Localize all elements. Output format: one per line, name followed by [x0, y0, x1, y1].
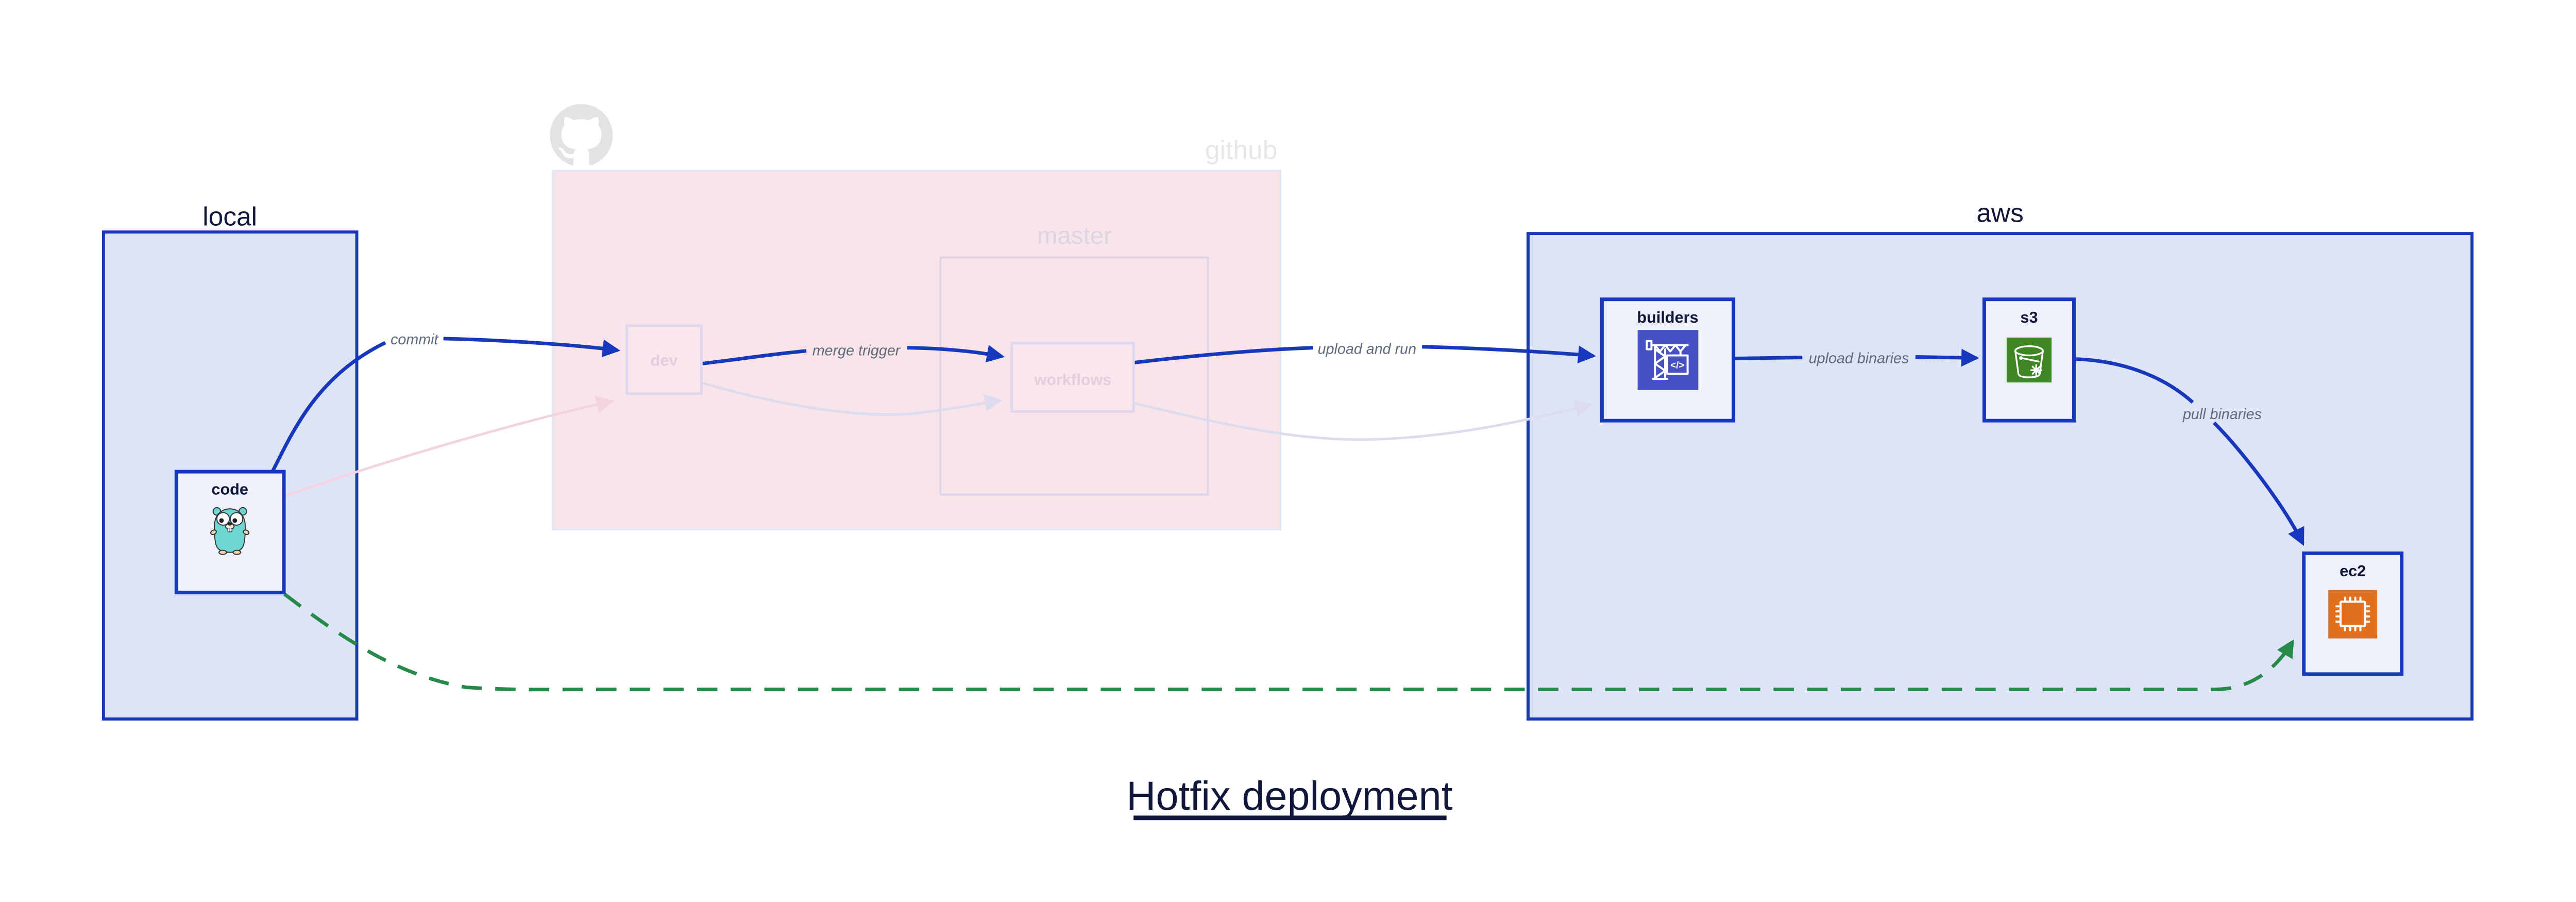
edge-pull-binaries-label: pull binaries — [2182, 406, 2262, 423]
ec2-chip-icon — [2328, 590, 2378, 639]
node-workflows: workflows — [1010, 342, 1135, 413]
codebuild-icon: </> — [1637, 330, 1699, 390]
edge-dev-to-workflows-faded — [702, 381, 1003, 416]
gopher-icon — [210, 507, 250, 555]
master-container-label: master — [1037, 222, 1112, 249]
edge-hotfix-code-to-ec2 — [283, 592, 2294, 692]
node-builders: builders </> — [1600, 297, 1736, 423]
node-dev-label: dev — [651, 352, 678, 369]
local-container-label: local — [202, 201, 257, 231]
edge-upload-binaries-segment-b — [1915, 348, 1979, 367]
node-ec2-label: ec2 — [2340, 562, 2366, 580]
master-container — [939, 256, 1209, 496]
edge-upload-binaries-label: upload binaries — [1809, 350, 1909, 366]
edge-commit-segment-a — [270, 341, 386, 474]
edge-commit-segment-b — [443, 337, 621, 358]
node-s3-label: s3 — [2020, 309, 2038, 326]
github-container-label: github — [1205, 135, 1277, 165]
diagram-title: Hotfix deployment — [1126, 773, 1452, 819]
edge-upload-and-run-segment-b — [1422, 345, 1596, 364]
node-ec2: ec2 — [2302, 551, 2404, 676]
edge-upload-and-run-label: upload and run — [1318, 341, 1416, 358]
edge-pull-binaries-segment-b — [2213, 421, 2304, 546]
edge-merge-trigger-label: merge trigger — [812, 343, 901, 359]
edge-merge-trigger-segment-b — [907, 345, 1005, 363]
edge-commit-label: commit — [391, 331, 438, 348]
node-builders-label: builders — [1637, 309, 1698, 326]
node-s3: s3 — [1982, 297, 2076, 423]
edge-workflows-to-builders-faded — [1134, 399, 1593, 441]
edge-upload-and-run-segment-a — [1134, 346, 1313, 364]
edge-code-to-dev-faded — [284, 395, 615, 497]
aws-container-label: aws — [1976, 197, 2023, 227]
node-code: code — [174, 470, 286, 595]
node-workflows-label: workflows — [1034, 371, 1112, 389]
octocat-icon — [550, 104, 613, 165]
edge-merge-trigger-segment-a — [702, 349, 807, 365]
node-code-label: code — [211, 481, 248, 498]
node-dev: dev — [625, 324, 703, 395]
codebuild-glyph: </> — [1670, 359, 1684, 370]
edge-upload-binaries-segment-a — [1734, 356, 1803, 360]
edge-pull-binaries-segment-a — [2075, 357, 2194, 404]
s3-bucket-icon — [2006, 337, 2052, 382]
